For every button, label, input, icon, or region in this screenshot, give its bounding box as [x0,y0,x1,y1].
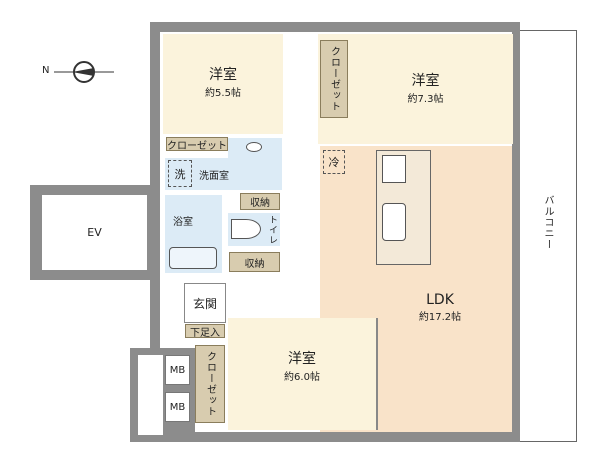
closet-hall[interactable]: クローゼット [166,137,228,152]
kitchen-counter [376,150,431,265]
closet-western3[interactable]: クローゼット [195,345,225,423]
meter-box-2: MB [165,392,190,422]
balcony [515,30,577,442]
room-size: 約5.5帖 [205,88,241,99]
stove-icon [382,155,406,183]
washer-space: 洗 [168,160,192,187]
toilet[interactable]: トイレ [228,213,280,246]
shoe-cabinet[interactable]: 下足入 [185,324,225,339]
room-name: 洋室 [209,67,237,83]
bathtub-icon [169,247,217,269]
western-room-1: 洋室 約5.5帖 [163,34,283,134]
storage-1[interactable]: 収納 [240,193,280,210]
bathroom-label: 浴室 [173,217,193,228]
compass-icon: N [42,55,117,90]
room-size: 約17.2帖 [418,312,462,323]
storage-2[interactable]: 収納 [229,252,280,272]
kitchen-sink-icon [382,203,406,241]
bathroom: 浴室 [165,195,222,273]
meter-box-1: MB [165,355,190,385]
mb-doors[interactable] [138,355,163,435]
entrance: 玄関 [184,283,226,323]
hallway [283,34,318,324]
closet-western2[interactable]: クローゼット [320,40,348,118]
ldk-label: LDK 約17.2帖 [410,292,470,323]
ev-label: EV [42,195,147,270]
fridge-space: 冷 [323,150,345,174]
western-room-2: 洋室 約7.3帖 [318,34,513,144]
room-size: 約7.3帖 [407,94,444,105]
room-name: LDK [426,292,454,308]
western-room-3: 洋室 約6.0帖 [228,318,378,430]
balcony-label: バルコニー [542,195,553,250]
toilet-label: トイレ [267,215,277,245]
sink-basin-icon [246,142,262,152]
room-name: 洋室 [411,73,440,89]
room-size: 約6.0帖 [284,372,320,383]
compass-north-label: N [42,65,50,76]
sink [228,138,282,158]
room-name: 洋室 [288,351,316,367]
toilet-icon [231,219,261,239]
washroom: 洗 洗面室 [165,158,282,190]
washroom-label: 洗面室 [199,171,229,182]
